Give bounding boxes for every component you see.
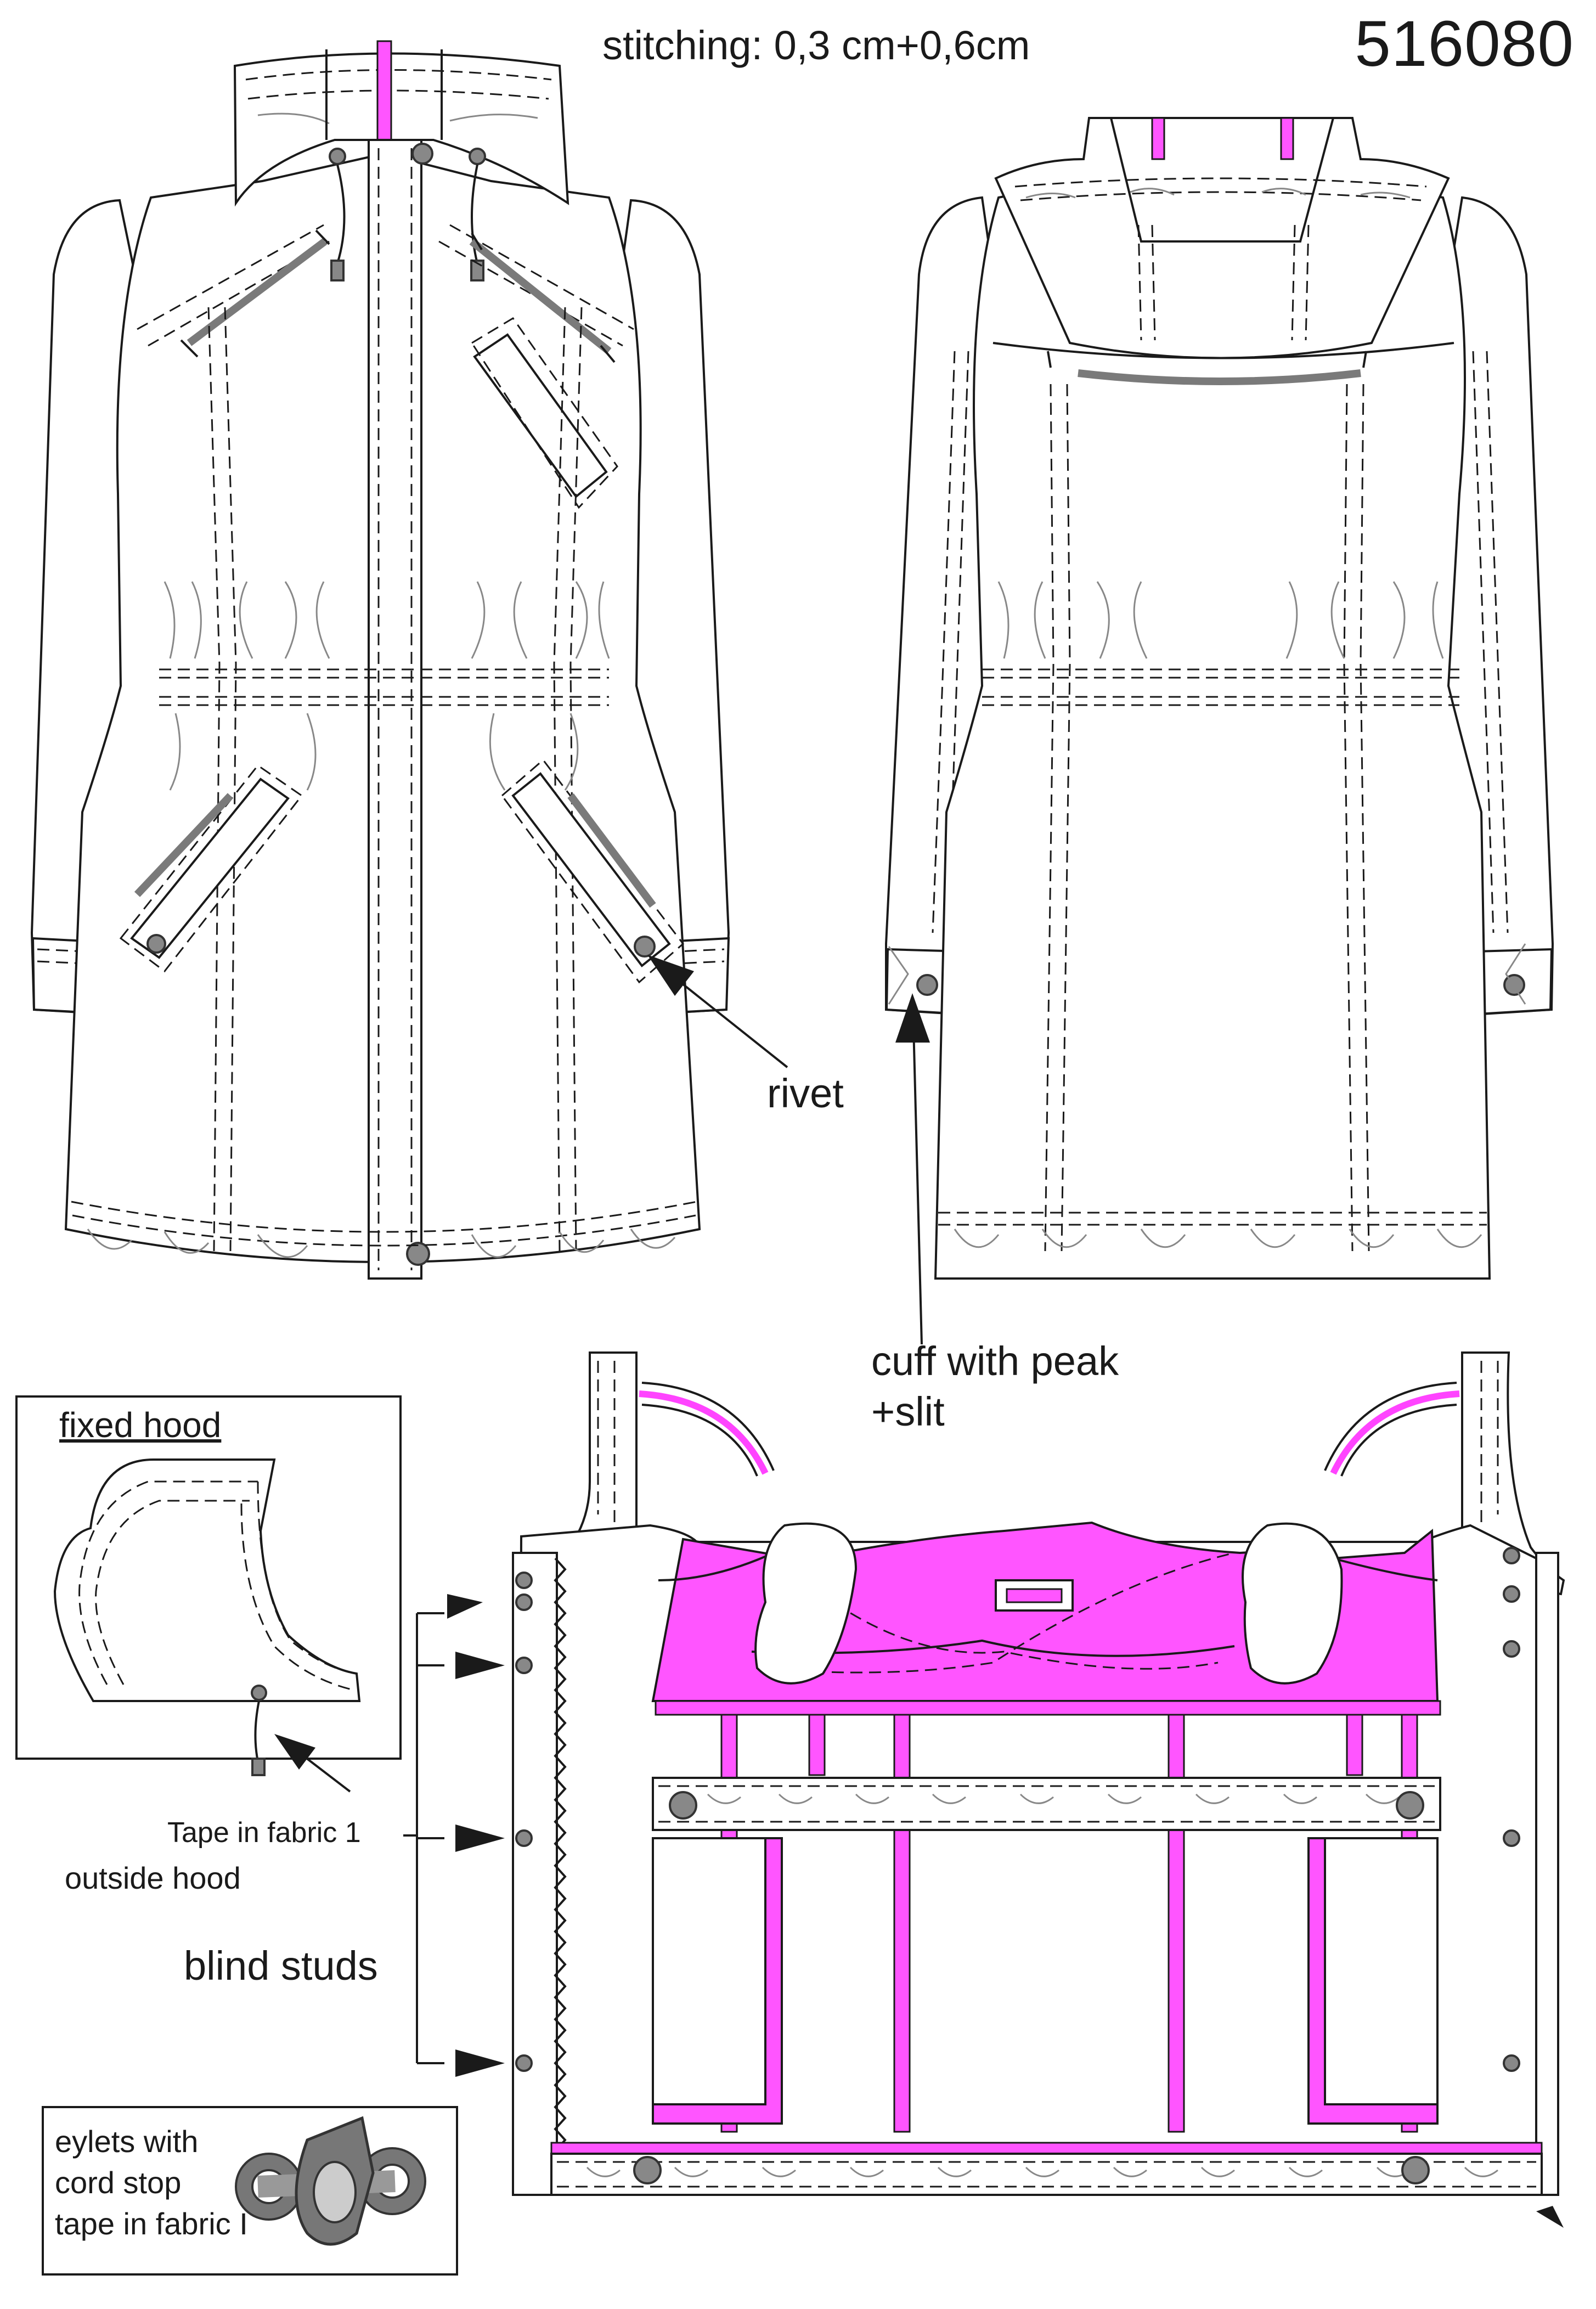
collar-inner-line bbox=[325, 49, 443, 140]
inside-waist-tunnel bbox=[652, 1777, 1441, 1831]
rivet-label: rivet bbox=[767, 1071, 844, 1116]
cuff-label-line1: cuff with peak bbox=[871, 1338, 1119, 1384]
fixed-hood-title: fixed hood bbox=[59, 1405, 222, 1445]
inside-pocket-right bbox=[1324, 1837, 1439, 2105]
hip-pocket-rivet bbox=[634, 936, 656, 958]
collar-drawcord-left bbox=[336, 164, 346, 264]
hip-zip-left bbox=[134, 793, 234, 897]
blind-studs-label: blind studs bbox=[184, 1943, 378, 1989]
collar-eyelet-right bbox=[469, 148, 486, 165]
eyelets-line3: tape in fabric I bbox=[55, 2206, 248, 2241]
inside-facing-right bbox=[1535, 1552, 1559, 2196]
detail-fixed-hood bbox=[15, 1395, 402, 1793]
back-view bbox=[885, 117, 1554, 1280]
front-placket bbox=[368, 139, 422, 1280]
style-number: 516080 bbox=[1355, 8, 1574, 80]
lining-hem-band-upper bbox=[655, 1700, 1441, 1716]
back-hood-stripe-left bbox=[1151, 117, 1165, 160]
inside-pocket-left bbox=[652, 1837, 766, 2105]
fixed-hood-outside-note: outside hood bbox=[65, 1861, 241, 1895]
placket-rivet-bottom bbox=[406, 1242, 430, 1266]
armhole-right bbox=[1242, 1522, 1343, 1685]
rivet-callout bbox=[647, 955, 788, 1068]
collar-drawcord-right bbox=[471, 164, 478, 264]
hip-zip-right bbox=[567, 793, 656, 908]
front-collar bbox=[233, 52, 569, 207]
inside-facing-left bbox=[512, 1552, 558, 2196]
stitching-note: stitching: 0,3 cm+0,6cm bbox=[602, 22, 1030, 68]
cuff-label-line2: +slit bbox=[871, 1389, 945, 1434]
placket-rivet-top bbox=[411, 143, 433, 165]
blind-studs-callout bbox=[403, 1594, 505, 2077]
detail-eyelets bbox=[42, 2106, 458, 2276]
front-collar-stripe bbox=[376, 40, 392, 141]
back-hood-stripe-right bbox=[1280, 117, 1294, 160]
fixed-hood-eyelet bbox=[251, 1685, 267, 1701]
chest-zip-right bbox=[469, 238, 612, 354]
cuff-callout bbox=[895, 993, 930, 1345]
eyelets-line2: cord stop bbox=[55, 2165, 182, 2200]
eyelets-line1: eylets with bbox=[55, 2124, 199, 2159]
fixed-hood-tape-note: Tape in fabric 1 bbox=[167, 1817, 361, 1849]
back-hood bbox=[994, 117, 1450, 359]
back-yoke-zip bbox=[1078, 369, 1361, 385]
back-body bbox=[934, 174, 1491, 1280]
inside-view bbox=[512, 1351, 1565, 2228]
fixed-hood-outline bbox=[53, 1458, 361, 1702]
hip-pocket-right bbox=[511, 772, 671, 967]
chest-welt-pocket bbox=[473, 333, 608, 498]
collar-eyelet-left bbox=[329, 148, 346, 165]
waist-tunnel bbox=[159, 668, 609, 706]
armhole-left bbox=[754, 1522, 858, 1685]
front-view bbox=[30, 40, 730, 1280]
chest-zip-left bbox=[187, 238, 328, 346]
inside-hem-tunnel bbox=[550, 2153, 1543, 2196]
